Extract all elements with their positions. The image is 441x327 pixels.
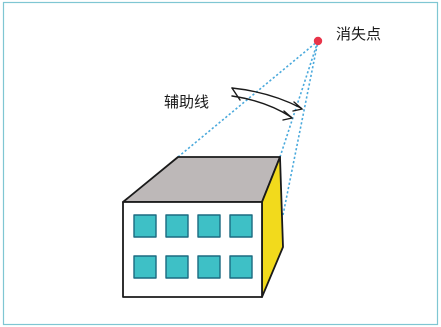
window xyxy=(165,255,189,279)
arrow-tail xyxy=(231,87,241,101)
auxiliary-lines xyxy=(177,40,319,216)
window xyxy=(133,255,157,279)
building-front-face xyxy=(122,201,263,298)
window xyxy=(229,255,253,279)
window xyxy=(197,255,221,279)
vanishing-point-label: 消失点 xyxy=(336,25,382,43)
building-roof xyxy=(122,156,281,203)
arrowhead-upper xyxy=(292,101,304,112)
window xyxy=(165,214,189,238)
window xyxy=(229,214,253,238)
window xyxy=(133,214,157,238)
building xyxy=(122,156,284,298)
auxiliary-lines-label: 辅助线 xyxy=(164,93,210,111)
aux-line-roof-left xyxy=(177,40,319,158)
pointer-arrows xyxy=(231,87,304,121)
arrow-upper xyxy=(231,87,302,109)
aux-line-roof-right xyxy=(279,40,319,158)
vanishing-point-dot xyxy=(313,36,323,46)
arrowhead-lower xyxy=(282,110,294,121)
window xyxy=(197,214,221,238)
window-grid xyxy=(133,214,253,279)
aux-line-bottom-right xyxy=(282,40,319,216)
